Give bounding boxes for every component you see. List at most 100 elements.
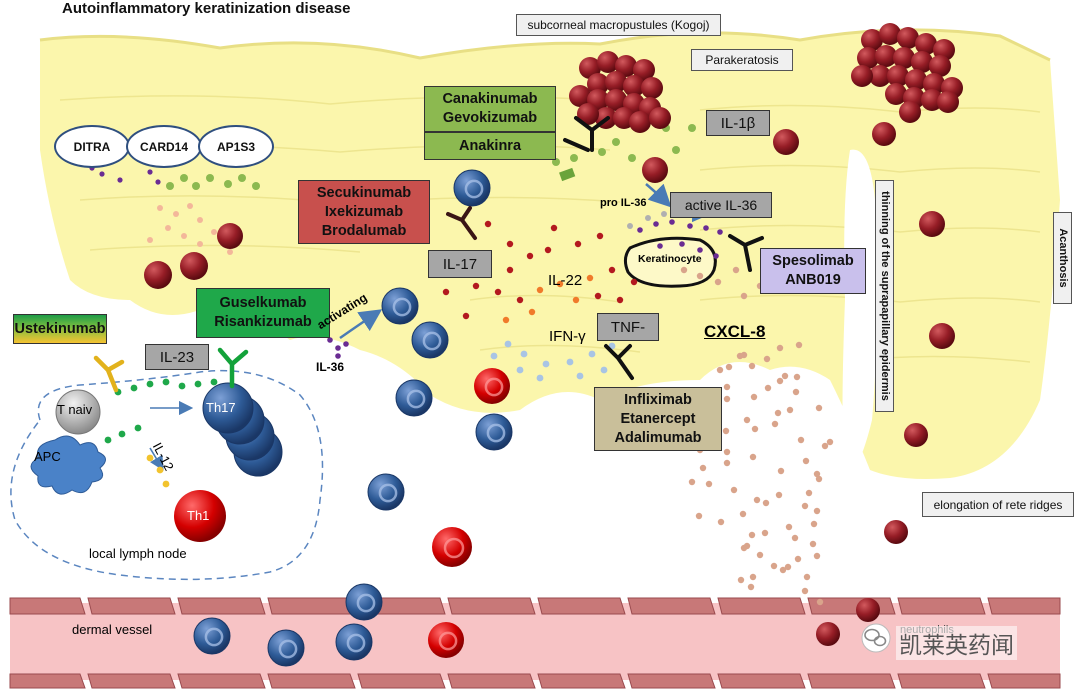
- cytokine-dot: [536, 374, 544, 382]
- label-t-naive: T naiv: [57, 402, 93, 417]
- cytokine-dot: [173, 211, 179, 217]
- lymphocyte-nucleus: [422, 331, 442, 351]
- cytokine-dot: [743, 416, 751, 424]
- cytokine-dot: [327, 337, 333, 343]
- watermark-text: 凯莱英药闻: [896, 626, 1017, 660]
- cytokine-dot: [705, 480, 713, 488]
- lymphocyte: [411, 321, 449, 359]
- cytokine-dot: [669, 219, 675, 225]
- cytokine-dot: [809, 540, 817, 548]
- neutrophil: [856, 598, 880, 622]
- cytokine-dot: [566, 358, 574, 366]
- neutrophil: [937, 91, 959, 113]
- cytokine-dot: [178, 382, 186, 390]
- cytokine-dot: [504, 340, 512, 348]
- cytokine-dot: [550, 224, 558, 232]
- neutrophil: [615, 55, 637, 77]
- cytokine-dot: [797, 436, 805, 444]
- neutrophil: [577, 103, 599, 125]
- cytokine-dot: [570, 154, 578, 162]
- neutrophil: [649, 107, 671, 129]
- lymphocyte-nucleus: [278, 639, 298, 659]
- cytokine-dot: [146, 380, 154, 388]
- cytokine-dot: [104, 436, 112, 444]
- cytokine-dot: [802, 457, 810, 465]
- cytokine-dot: [657, 243, 663, 249]
- cytokine-dot: [776, 377, 784, 385]
- th17-cell: [202, 382, 283, 477]
- neutrophil: [869, 65, 891, 87]
- lymphocyte-nucleus: [406, 389, 426, 409]
- gene-ditra: DITRA: [54, 125, 130, 168]
- cytokine-dot: [187, 203, 193, 209]
- cytokine-dot: [576, 372, 584, 380]
- cytokine-dot: [502, 316, 510, 324]
- antibody-il17: [446, 206, 477, 240]
- cytokine-dot: [792, 388, 800, 396]
- neutrophils: [144, 23, 963, 646]
- cytokine-dot: [598, 148, 606, 156]
- cytokine-tnf: TNF-: [597, 313, 659, 341]
- neutrophil: [773, 129, 799, 155]
- cytokine-dot: [653, 221, 659, 227]
- cytokine-dot: [484, 220, 492, 228]
- cytokine-dot: [688, 124, 696, 132]
- cytokine-dot: [637, 227, 643, 233]
- lymphocyte: [395, 379, 433, 417]
- cytokine-dot: [227, 249, 233, 255]
- neutrophil: [929, 55, 951, 77]
- lymphocyte: [367, 473, 405, 511]
- cytokine-dot: [750, 393, 758, 401]
- neutrophil: [623, 75, 645, 97]
- t-naive-cell: [55, 389, 101, 435]
- cytokine-dot: [743, 542, 751, 550]
- cytokine-dot: [739, 510, 747, 518]
- antibody-il23: [217, 347, 249, 389]
- cytokine-dot: [99, 171, 105, 177]
- cytokine-dot: [118, 430, 126, 438]
- cytokine-dot: [786, 406, 794, 414]
- lymphocyte-nucleus: [204, 627, 224, 647]
- lymphocyte: [475, 413, 513, 451]
- cytokine-dot: [494, 288, 502, 296]
- cytokine-dot: [594, 292, 602, 300]
- cytokine-dot: [687, 223, 693, 229]
- label-lymph-node: local lymph node: [89, 546, 187, 561]
- cytokine-dot: [343, 341, 349, 347]
- neutrophil: [921, 89, 943, 111]
- cytokine-dot: [821, 442, 829, 450]
- lymphocyte: [381, 287, 419, 325]
- cytokine-dot: [252, 182, 260, 190]
- cytokine-dot: [679, 241, 685, 247]
- cytokine-active-il36: active IL-36: [670, 192, 772, 218]
- label-il22: IL-22: [548, 272, 583, 289]
- cytokine-dot: [574, 240, 582, 248]
- thinning-label: thinning of the suprapapillary epidermis: [875, 180, 894, 412]
- apc-cell: [30, 435, 106, 495]
- cytokine-dot: [722, 427, 730, 435]
- cytokine-il1b: IL-1β: [706, 110, 770, 136]
- red-cell: [428, 622, 464, 658]
- neutrophil: [851, 65, 873, 87]
- neutrophil: [911, 51, 933, 73]
- neutrophil: [641, 77, 663, 99]
- cytokine-dot: [815, 404, 823, 412]
- lymphocyte-nucleus: [486, 423, 506, 443]
- cytokine-dot: [810, 520, 818, 528]
- cytokine-dot: [661, 211, 667, 217]
- cytokine-dot: [162, 480, 170, 488]
- cytokine-dot: [714, 278, 722, 286]
- label-th17: Th17: [206, 400, 236, 415]
- red-cell-nucleus: [484, 377, 504, 397]
- lymphocyte: [193, 617, 231, 655]
- cytokine-dot: [717, 518, 725, 526]
- cytokine-dot: [723, 383, 731, 391]
- cytokine-dot: [134, 424, 142, 432]
- wechat-icon: [861, 623, 891, 653]
- cytokine-dot: [777, 467, 785, 475]
